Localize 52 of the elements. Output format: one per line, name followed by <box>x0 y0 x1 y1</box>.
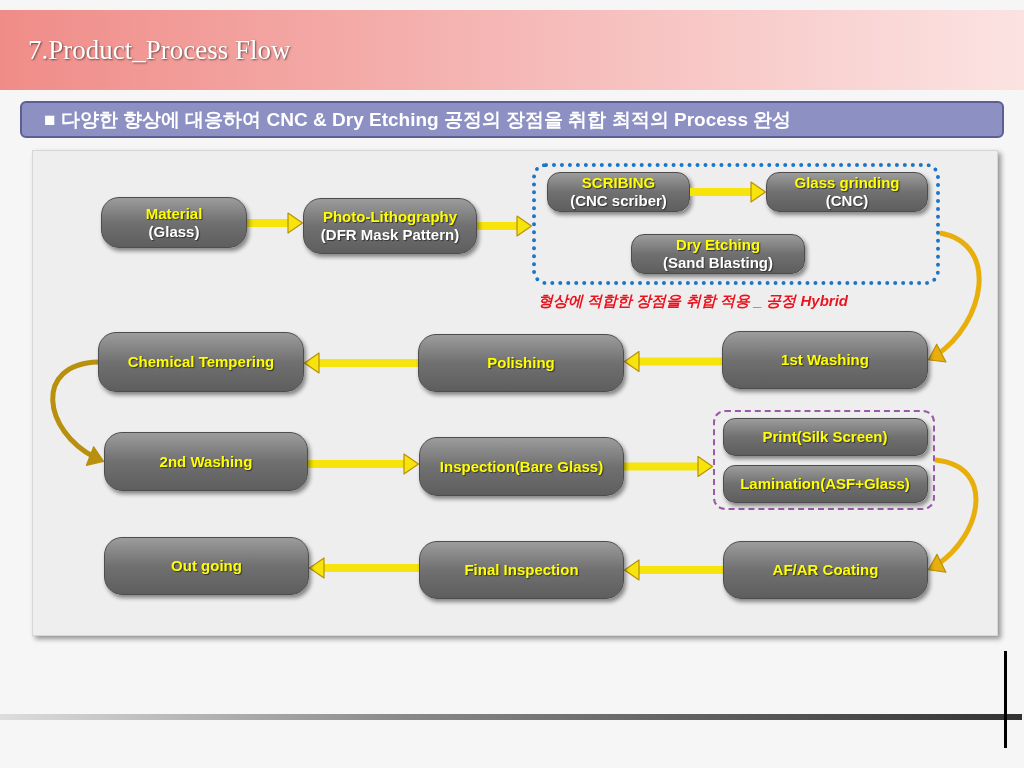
process-name: SCRIBING <box>581 174 656 192</box>
subtitle-banner: ■ 다양한 향상에 대응하여 CNC & Dry Etching 공정의 장점을 취합 최적의 Process 완성 <box>20 101 1004 138</box>
process-name: Polishing <box>487 354 555 372</box>
process-box <box>723 541 928 599</box>
process-name: 2nd Washing <box>159 452 253 471</box>
curved-arrow <box>926 230 982 363</box>
process-box <box>98 332 304 392</box>
process-detail: (Glass) <box>148 222 200 241</box>
process-box <box>419 437 624 496</box>
process-name: Inspection(Bare Glass) <box>439 457 604 476</box>
flow-arrow <box>477 215 533 237</box>
process-box <box>722 417 928 456</box>
process-name: 1st Washing <box>781 351 869 369</box>
process-box <box>419 541 624 599</box>
process-detail: (CNC scriber) <box>570 192 667 210</box>
process-box <box>101 197 247 248</box>
flow-arrow <box>308 453 420 475</box>
process-box <box>418 334 624 392</box>
process-detail: (DFR Mask Pattern) <box>320 226 460 244</box>
process-box <box>547 172 690 212</box>
flow-arrow <box>623 559 723 581</box>
process-box <box>303 198 477 254</box>
process-box <box>104 537 309 595</box>
process-name: Dry Etching <box>675 236 761 254</box>
curved-arrow <box>50 359 106 465</box>
process-box <box>766 172 928 212</box>
flow-arrow <box>303 352 418 374</box>
process-name: AF/AR Coating <box>772 561 879 579</box>
flow-arrow <box>624 455 714 478</box>
process-box <box>104 432 308 491</box>
process-name: Lamination(ASF+Glass) <box>740 474 910 493</box>
process-box <box>631 234 805 274</box>
process-name: Chemical Tempering <box>127 353 275 371</box>
dashed-outline <box>713 410 935 510</box>
process-name: Print(Silk Screen) <box>762 427 888 446</box>
process-detail: (CNC) <box>825 192 869 210</box>
dotted-outline <box>532 163 940 285</box>
flow-arrow <box>623 350 722 373</box>
process-box <box>722 464 928 503</box>
flow-arrow <box>247 212 304 234</box>
curved-arrow <box>926 457 979 573</box>
page-title: 7.Product_Process Flow <box>28 34 291 66</box>
process-detail: (Sand Blasting) <box>663 254 773 272</box>
process-box <box>722 331 928 389</box>
note-text: 형상에 적합한 장점을 취합 적용 _ 공정 Hybrid <box>538 291 849 310</box>
flow-arrow <box>308 557 419 579</box>
process-name: Glass grinding <box>794 174 900 192</box>
process-name: Out going <box>171 557 242 575</box>
process-name: Final Inspection <box>464 561 579 579</box>
flow-arrow <box>690 181 767 203</box>
process-name: Material <box>145 204 203 223</box>
process-name: Photo-Lithography <box>322 208 458 226</box>
